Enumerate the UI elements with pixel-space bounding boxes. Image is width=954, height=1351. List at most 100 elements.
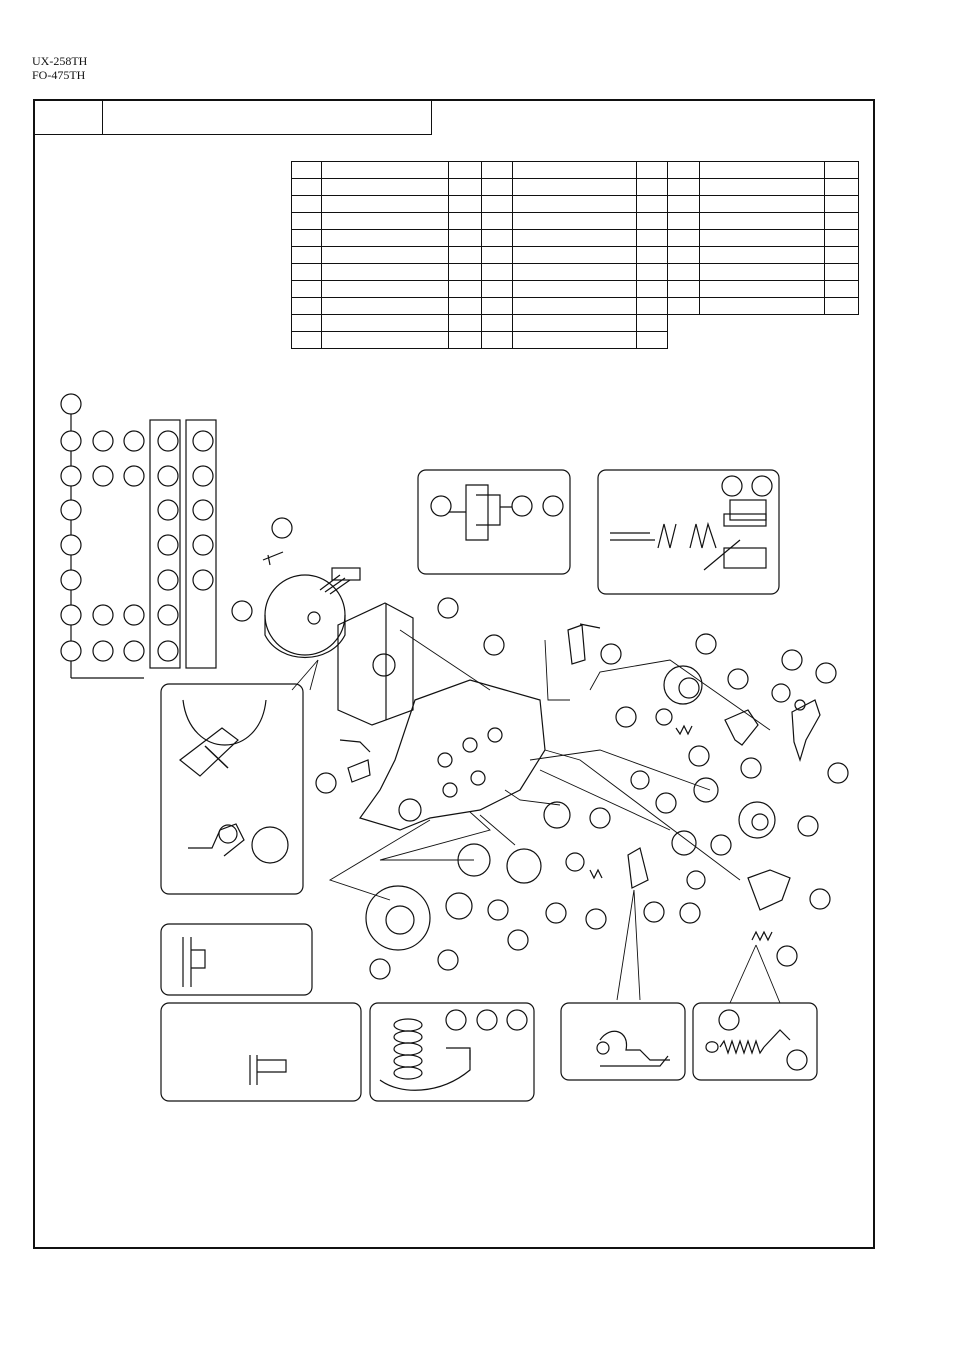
callout-circle	[721, 475, 743, 497]
callout-circle	[615, 706, 637, 728]
parts-table-row	[667, 178, 859, 196]
index-circle	[60, 534, 82, 556]
callout-circle	[430, 495, 452, 517]
index-circle	[157, 534, 179, 556]
parts-table-row	[291, 314, 482, 332]
callout-circle	[827, 762, 849, 784]
callout-circle	[545, 902, 567, 924]
callout-circle	[315, 772, 337, 794]
callout-circle	[271, 517, 293, 539]
callout-circle	[507, 929, 529, 951]
index-circle	[157, 604, 179, 626]
callout-circle	[718, 1009, 740, 1031]
parts-table-row	[481, 331, 668, 349]
parts-table-row	[291, 246, 482, 264]
lever-icon	[627, 847, 649, 889]
detail-box-sensor-mount	[160, 923, 313, 996]
detail-box-coil-spring	[369, 1002, 535, 1102]
callout-circle	[751, 475, 773, 497]
callout-circle	[688, 745, 710, 767]
callout-circle	[476, 1009, 498, 1031]
index-circles	[60, 393, 214, 662]
parts-table-row	[667, 280, 859, 298]
index-circle	[92, 465, 114, 487]
screw-icon	[262, 551, 284, 566]
parts-table-row	[291, 178, 482, 196]
index-circle	[60, 604, 82, 626]
index-circle	[192, 534, 214, 556]
parts-table-row	[481, 195, 668, 213]
parts-table-2	[481, 161, 668, 349]
index-circle	[192, 499, 214, 521]
callout-circle	[589, 807, 611, 829]
parts-table-cell	[320, 331, 450, 349]
sensor-icon	[339, 739, 371, 783]
title-box	[33, 99, 432, 135]
index-circle	[60, 393, 82, 415]
detail-box-tension-spring	[692, 1002, 818, 1081]
index-circle	[92, 430, 114, 452]
index-circle	[60, 465, 82, 487]
callout-circle	[695, 633, 717, 655]
callout-circle	[437, 949, 459, 971]
detail-box-hook	[160, 1002, 362, 1102]
callout-circle	[437, 597, 459, 619]
main-frame-icon	[359, 679, 546, 831]
leader-lines	[291, 629, 781, 1004]
spring-icon	[657, 521, 717, 549]
callout-circle	[506, 1009, 528, 1031]
detail-box-lever-latch	[560, 1002, 686, 1081]
parts-table-cell	[636, 331, 668, 349]
callout-circle	[781, 649, 803, 671]
index-circle	[192, 465, 214, 487]
parts-table-row	[291, 331, 482, 349]
callout-circle	[797, 815, 819, 837]
detail-box-spring	[597, 469, 780, 595]
callout-circle	[600, 643, 622, 665]
parts-table-row	[481, 161, 668, 179]
model-line-1: UX-258TH	[32, 54, 88, 68]
index-circle	[92, 640, 114, 662]
sensor-icon	[567, 623, 601, 665]
lever-icon	[724, 709, 759, 746]
index-circle	[60, 499, 82, 521]
callout-circle	[487, 899, 509, 921]
parts-table-row	[481, 212, 668, 230]
parts-table-cell	[824, 297, 859, 315]
parts-table-row	[291, 195, 482, 213]
model-line-2: FO-475TH	[32, 68, 86, 82]
callout-circle	[585, 908, 607, 930]
callout-circle	[815, 662, 837, 684]
callout-circle	[655, 792, 677, 814]
callout-circle	[369, 958, 391, 980]
callout-circle	[727, 668, 749, 690]
parts-table-cell	[698, 297, 826, 315]
index-circle	[123, 604, 145, 626]
index-circle	[60, 430, 82, 452]
callout-circles	[231, 475, 849, 1071]
lever-icon	[791, 699, 821, 762]
callout-circle	[776, 945, 798, 967]
index-circle	[157, 569, 179, 591]
stepper-motor-icon	[262, 551, 361, 658]
model-header: UX-258TH FO-475TH	[32, 54, 87, 82]
parts-table-cell	[511, 331, 638, 349]
callout-circle	[786, 1049, 808, 1071]
index-circle	[157, 465, 179, 487]
parts-table-row	[481, 178, 668, 196]
callout-circle	[483, 634, 505, 656]
motor-bracket-icon	[337, 602, 414, 726]
index-circle	[157, 499, 179, 521]
index-circle	[192, 430, 214, 452]
title-divider	[102, 100, 103, 134]
index-circle	[60, 569, 82, 591]
index-column-brackets	[70, 403, 217, 679]
callout-circle	[445, 1009, 467, 1031]
parts-table-row	[667, 161, 859, 179]
spring-icon	[675, 724, 693, 736]
detail-box-gear-engage	[160, 683, 304, 895]
index-circle	[157, 640, 179, 662]
parts-table-row	[667, 263, 859, 281]
index-circle	[192, 569, 214, 591]
